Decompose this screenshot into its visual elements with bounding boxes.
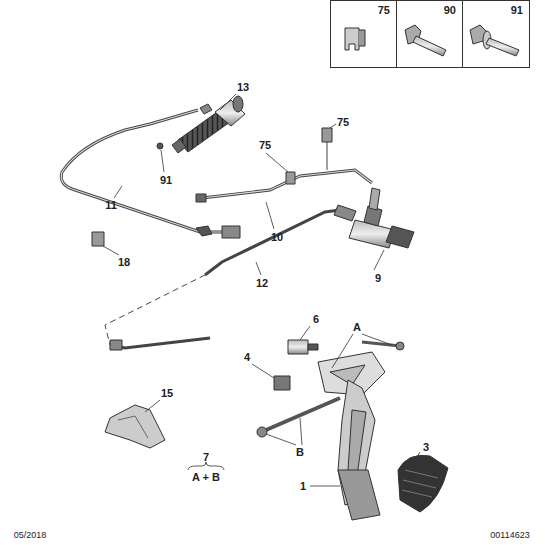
pipe-12: [205, 210, 340, 275]
callout-number: 91: [511, 5, 523, 16]
footer-code: 05/2018: [14, 531, 47, 540]
pedal-pad: [398, 455, 448, 512]
bolt-washer-icon: [470, 25, 519, 56]
callout-number: 18: [118, 257, 130, 268]
fastener-cell: 90: [396, 0, 463, 68]
bolt-icon: [405, 25, 446, 56]
callout-number: A + B: [192, 472, 220, 483]
fastener-cell: 75: [330, 0, 397, 68]
callout-number: 1: [300, 481, 306, 492]
fastener-cell: 91: [462, 0, 530, 68]
callout-number: A: [353, 322, 361, 333]
leader-lines: [103, 94, 420, 486]
callout-number: 12: [256, 278, 268, 289]
callout-number: 75: [378, 5, 390, 16]
callout-number: 10: [271, 232, 283, 243]
bracket-15: [105, 405, 165, 448]
callout-number: 3: [423, 442, 429, 453]
callout-number: 7: [203, 452, 209, 463]
callout-number: 11: [105, 200, 117, 211]
callout-number: B: [296, 447, 304, 458]
callout-number: 13: [237, 82, 249, 93]
pedal-assembly: [257, 342, 404, 520]
callout-number: 6: [313, 314, 319, 325]
callout-number: 75: [259, 140, 271, 151]
callout-number: 75: [337, 117, 349, 128]
callout-number: 90: [444, 5, 456, 16]
pipe-11: [61, 110, 225, 232]
brace: [188, 462, 224, 470]
part-4: [274, 376, 290, 390]
callout-number: 15: [161, 388, 173, 399]
callout-number: 91: [160, 175, 172, 186]
callout-number: 4: [244, 352, 250, 363]
clip-icon: [345, 28, 365, 50]
callout-number: 9: [375, 273, 381, 284]
slave-cylinder: [157, 96, 245, 153]
master-cylinder: [334, 188, 414, 248]
footer-code: 00114623: [490, 531, 529, 540]
switch-6: [288, 340, 308, 354]
clip-18: [92, 232, 104, 246]
